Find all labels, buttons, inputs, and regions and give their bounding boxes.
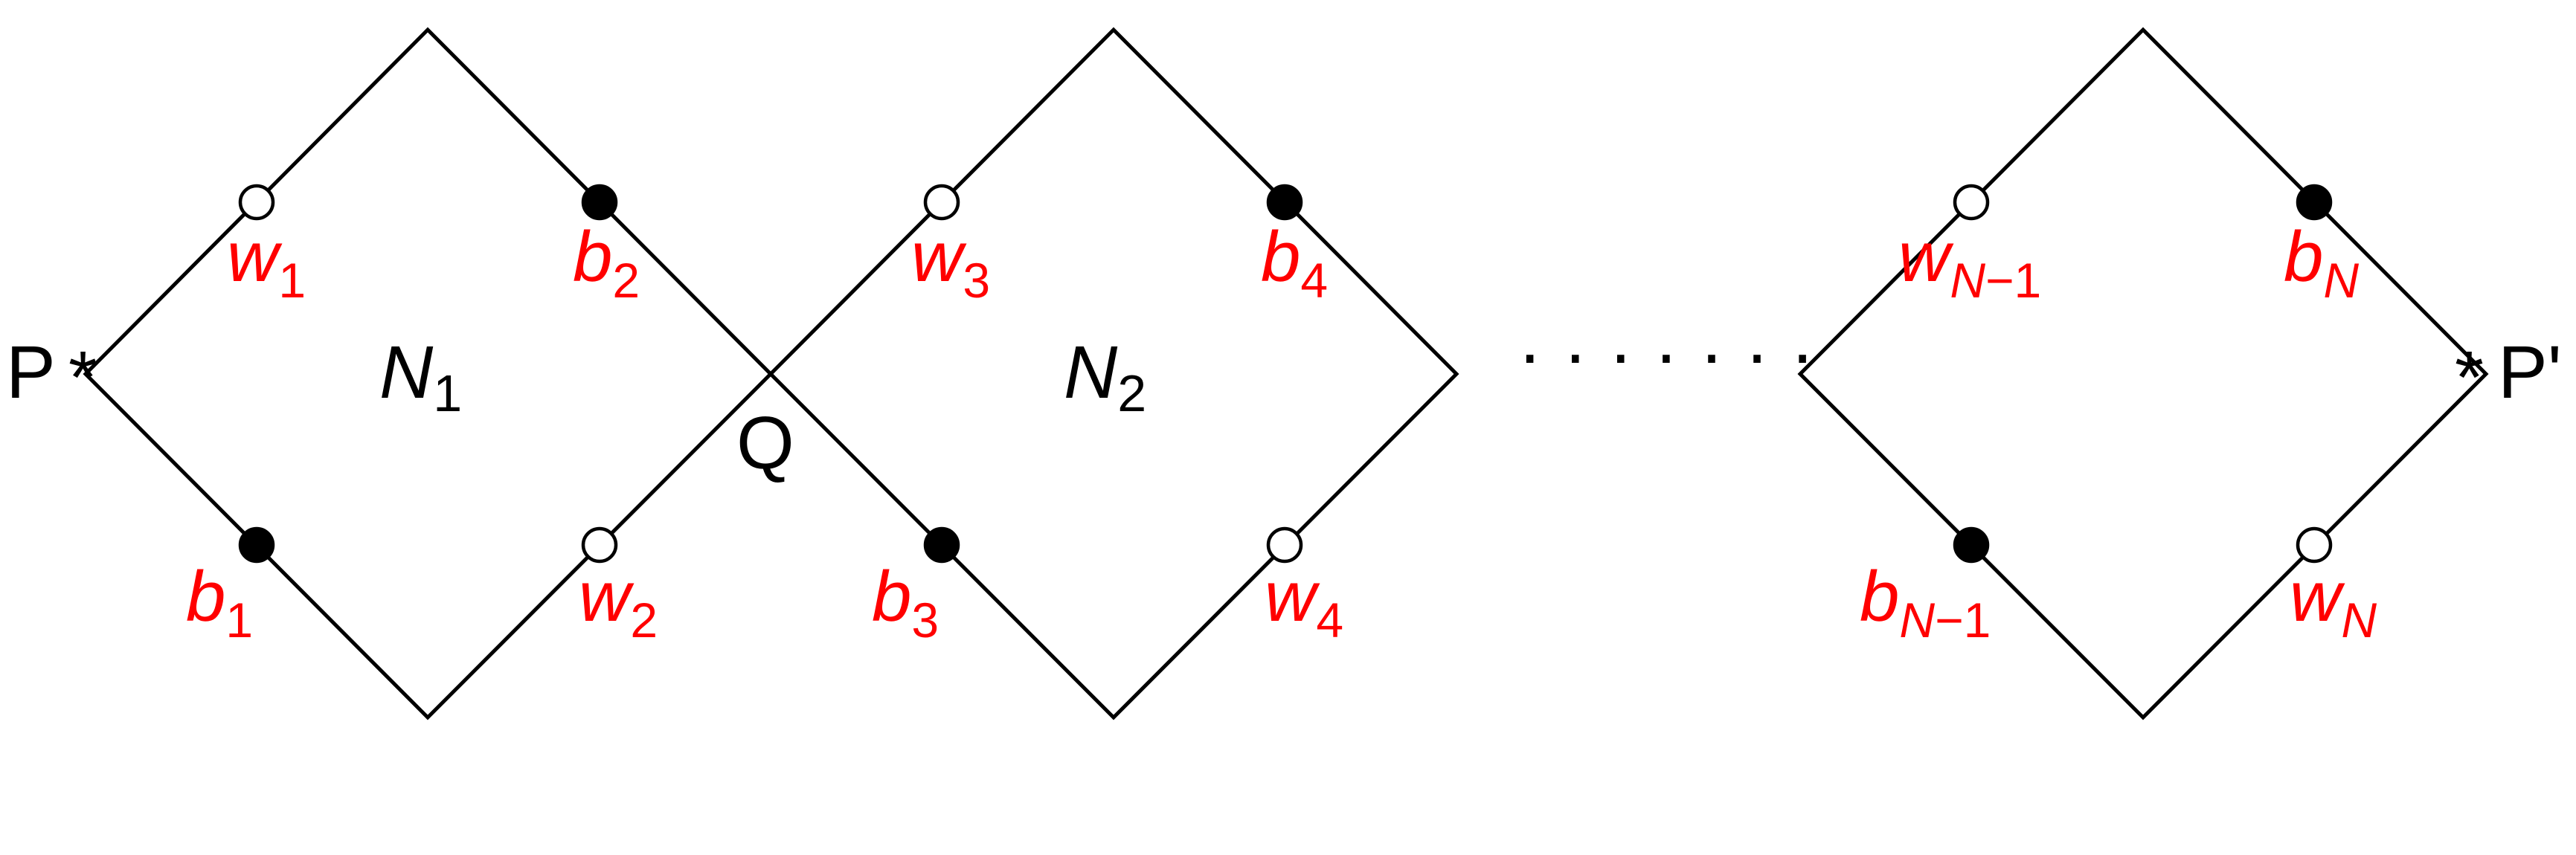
vertex-bn-minus-1 xyxy=(1953,526,1990,564)
label-w1: w1 xyxy=(227,217,306,308)
diamond-n2 xyxy=(768,27,1459,720)
label-b1: b1 xyxy=(186,557,253,648)
vertex-wn-minus-1 xyxy=(1953,184,1990,221)
vertex-w3 xyxy=(923,184,960,221)
vertex-b3 xyxy=(923,526,960,564)
label-wn-minus-1: wN−1 xyxy=(1898,217,2041,308)
vertex-w1 xyxy=(238,184,275,221)
point-label-q: Q xyxy=(736,401,794,485)
p-star-marker: * xyxy=(68,336,97,419)
label-wn: wN xyxy=(2290,557,2377,648)
vertex-w4 xyxy=(1266,526,1303,564)
label-b2: b2 xyxy=(573,217,640,308)
vertex-bn xyxy=(2296,184,2333,221)
face-label-n1: N1 xyxy=(379,331,462,422)
vertex-w2 xyxy=(581,526,618,564)
vertex-wn xyxy=(2296,526,2333,564)
label-w2: w2 xyxy=(579,557,658,648)
vertex-b2 xyxy=(581,184,618,221)
point-label-p-prime: P' xyxy=(2498,331,2562,414)
p-prime-star-marker: * xyxy=(2455,336,2484,419)
label-bn: bN xyxy=(2284,217,2359,308)
point-label-p: P xyxy=(6,331,56,414)
label-w4: w4 xyxy=(1265,557,1343,648)
label-w3: w3 xyxy=(911,217,990,308)
label-b3: b3 xyxy=(872,557,939,648)
diamond-nn xyxy=(1797,27,2489,720)
label-bn-minus-1: bN−1 xyxy=(1860,557,1991,648)
vertex-b1 xyxy=(238,526,275,564)
ellipsis: · · · · · · · xyxy=(1517,312,1815,396)
label-b4: b4 xyxy=(1261,217,1328,308)
face-label-n2: N2 xyxy=(1064,331,1146,422)
vertex-b4 xyxy=(1266,184,1303,221)
